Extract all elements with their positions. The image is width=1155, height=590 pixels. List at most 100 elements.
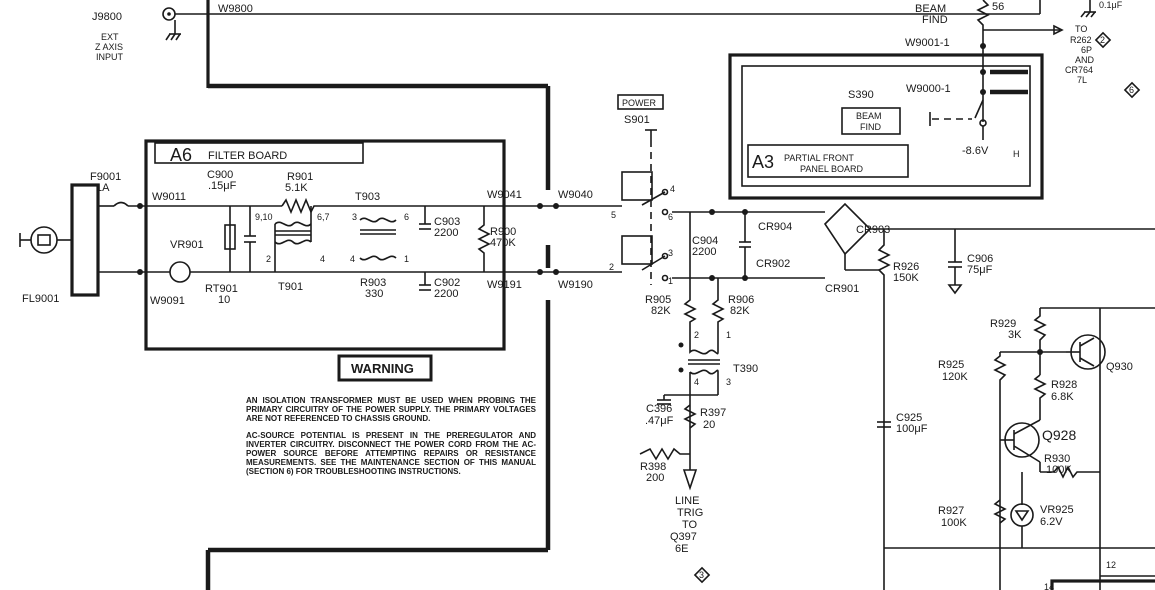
- r901-resistor: [281, 197, 440, 215]
- svg-text:.15μF: .15μF: [208, 180, 237, 192]
- w9011-label: W9011: [152, 191, 186, 203]
- svg-text:R929: R929: [990, 318, 1016, 330]
- beam-find-box: [841, 107, 901, 135]
- rt901-thermistor: [169, 261, 191, 283]
- voltage-label: -8.6V: [962, 145, 989, 157]
- t390-primary: [689, 340, 719, 355]
- svg-text:R900: R900: [490, 226, 516, 238]
- a3-board: W9000-1 S390 BEAM FIND -8.6V H A3 PARTIA…: [728, 53, 1044, 200]
- svg-text:.47μF: .47μF: [645, 415, 674, 427]
- svg-text:H: H: [1013, 149, 1020, 159]
- svg-text:470K: 470K: [490, 237, 516, 249]
- svg-text:6.2V: 6.2V: [1040, 516, 1063, 528]
- svg-text:TRIG: TRIG: [677, 507, 703, 519]
- w9191-label: W9191: [487, 279, 522, 291]
- svg-text:VR925: VR925: [1040, 504, 1074, 516]
- a3-code: A3: [752, 152, 774, 172]
- svg-text:200: 200: [646, 472, 664, 484]
- svg-text:Q397: Q397: [670, 531, 697, 543]
- svg-text:2: 2: [609, 262, 614, 272]
- svg-text:R905: R905: [645, 294, 671, 306]
- ic-box: [1050, 579, 1155, 590]
- svg-text:150K: 150K: [893, 272, 919, 284]
- q930-label: Q930: [1106, 361, 1133, 373]
- a3-outer-box: [728, 53, 1044, 200]
- a6-filter-board: A6 FILTER BOARD FL9001 F9001 1A W9011 C9…: [19, 139, 622, 351]
- cr903-label: CR903: [856, 224, 890, 236]
- regulator-circuit: R929 3K R925 120K Q930 R928 6.8K C925 10…: [877, 307, 1155, 590]
- beam-label: BEAM: [915, 3, 946, 15]
- warning-para-2: AC-SOURCE POTENTIAL IS PRESENT IN THE PR…: [246, 430, 536, 477]
- cr904-label: CR904: [758, 221, 792, 233]
- svg-text:C903: C903: [434, 216, 460, 228]
- ext-z-axis-input: J9800 EXT Z AXIS INPUT: [92, 7, 208, 62]
- svg-text:5: 5: [611, 210, 616, 220]
- svg-text:1: 1: [404, 254, 409, 264]
- r929-resistor: [1033, 308, 1047, 352]
- r927-resistor: [993, 499, 1007, 524]
- w9000-label: W9000-1: [906, 83, 951, 95]
- svg-text:FIND: FIND: [860, 122, 881, 132]
- to-line1: TO: [1075, 24, 1087, 34]
- warning-title: WARNING: [351, 361, 414, 376]
- ref-diamond-6: [1123, 81, 1141, 99]
- svg-text:2200: 2200: [692, 246, 716, 258]
- cap-value: 0.1μF: [1099, 0, 1123, 10]
- bridge-rectifier: C904 2200 CR904 CR903 CR902 CR901 R926 1…: [672, 202, 1155, 590]
- svg-text:R398: R398: [640, 461, 666, 473]
- fuse-f9001: [113, 201, 129, 207]
- svg-text:1A: 1A: [96, 182, 110, 194]
- jack-label: J9800: [92, 11, 122, 23]
- svg-text:R928: R928: [1051, 379, 1077, 391]
- svg-text:75μF: 75μF: [967, 264, 993, 276]
- r-56-value: 56: [992, 1, 1004, 13]
- power-label: POWER: [622, 98, 657, 108]
- w9041-label: W9041: [487, 189, 522, 201]
- svg-text:4: 4: [320, 254, 325, 264]
- svg-text:C906: C906: [967, 253, 993, 265]
- vr901-label: VR901: [170, 239, 204, 251]
- a3-inner-box: [741, 65, 1031, 187]
- warning-text: AN ISOLATION TRANSFORMER MUST BE USED WH…: [246, 396, 536, 477]
- svg-text:C904: C904: [692, 235, 718, 247]
- a6-name: FILTER BOARD: [208, 150, 287, 162]
- svg-text:6: 6: [1129, 85, 1134, 95]
- line-trigger-circuit: R905 82K R906 82K 2 1 4 3 T390 C396 .47μ…: [639, 212, 758, 584]
- svg-text:C396: C396: [646, 403, 672, 415]
- s901-label: S901: [624, 114, 650, 126]
- svg-text:3: 3: [726, 377, 731, 387]
- r930-resistor: [1040, 465, 1100, 479]
- fl9001-label: FL9001: [22, 293, 59, 305]
- t901-coil-b: [274, 239, 312, 245]
- r398-resistor: [639, 447, 690, 461]
- beam-find-circuit: BEAM FIND 56 0.1μF TO R262 2 6P AND CR76…: [905, 0, 1141, 122]
- svg-text:C900: C900: [207, 169, 233, 181]
- r-56-resistor: [976, 0, 990, 40]
- svg-text:PANEL BOARD: PANEL BOARD: [800, 164, 864, 174]
- svg-text:10: 10: [218, 294, 230, 306]
- svg-text:82K: 82K: [730, 305, 750, 317]
- w9091-label: W9091: [150, 295, 185, 307]
- svg-text:100μF: 100μF: [896, 423, 928, 435]
- warning-para-1: AN ISOLATION TRANSFORMER MUST BE USED WH…: [246, 396, 536, 424]
- fl9001-body: [70, 183, 100, 297]
- r397-resistor: [683, 404, 697, 429]
- r928-resistor: [1033, 374, 1047, 420]
- t901-coil-a: [274, 221, 312, 227]
- svg-text:6: 6: [668, 212, 673, 222]
- svg-text:R901: R901: [287, 171, 313, 183]
- svg-text:2: 2: [1100, 35, 1105, 45]
- svg-text:20: 20: [703, 419, 715, 431]
- svg-text:R926: R926: [893, 261, 919, 273]
- a6-code: A6: [170, 145, 192, 165]
- svg-text:R925: R925: [938, 359, 964, 371]
- svg-text:C902: C902: [434, 277, 460, 289]
- w9190-label: W9190: [558, 279, 593, 291]
- w9001-label: W9001-1: [905, 37, 950, 49]
- r926-resistor: [877, 229, 891, 590]
- q928-label: Q928: [1042, 427, 1076, 443]
- svg-text:12: 12: [1106, 560, 1116, 570]
- t903-label: T903: [355, 191, 380, 203]
- ref-diamond-2: [1094, 31, 1112, 49]
